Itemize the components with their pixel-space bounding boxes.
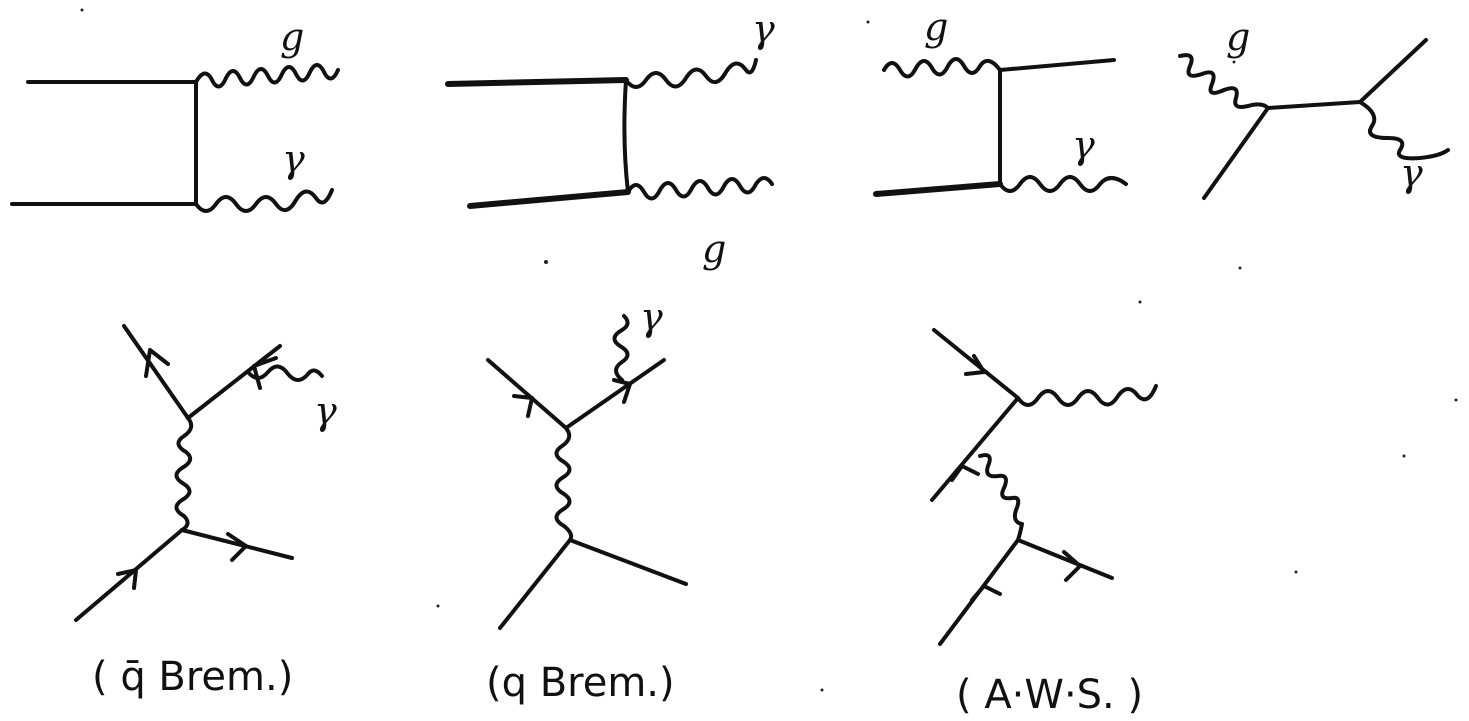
d6-lower-left-line	[498, 538, 572, 630]
d2-gluon-line	[626, 176, 774, 201]
diagram-6: γ (q Brem.)	[486, 295, 688, 706]
d6-photon-label: γ	[640, 295, 663, 339]
d4-incoming-quark-line	[1202, 106, 1270, 200]
diagram-5: γ ( q̄ Brem.)	[74, 324, 337, 700]
d3-gluon-line	[882, 57, 1002, 79]
d5-arrow	[144, 348, 170, 378]
d5-arrow	[226, 532, 248, 562]
d2-photon-label: γ	[752, 7, 775, 51]
d3-photon-label: γ	[1072, 123, 1095, 167]
d5-upper-right-line	[186, 344, 282, 420]
d7-caption: ( A·W·S. )	[956, 672, 1143, 718]
d2-gluon-label: g	[702, 227, 726, 271]
d1-photon-label: γ	[282, 137, 305, 181]
diagram-1: g γ	[10, 15, 340, 213]
d5-incoming-quark-line	[74, 528, 184, 622]
d1-gluon-label: g	[280, 15, 304, 59]
scan-specks	[80, 8, 1458, 692]
diagram-2: γ g	[445, 7, 775, 271]
d5-outgoing-antiquark-line	[122, 324, 190, 420]
d1-gluon-line	[194, 63, 340, 89]
d7-gluon-propagator	[978, 453, 1024, 542]
d4-photon-label: γ	[1400, 151, 1423, 195]
d7-middle-quark-line	[930, 396, 1020, 502]
d5-caption: ( q̄ Brem.)	[92, 654, 293, 700]
d7-arrow	[1062, 550, 1082, 582]
d2-incoming-upper-line	[445, 77, 629, 87]
d1-photon-line	[194, 188, 334, 213]
d5-photon-line	[246, 364, 324, 382]
d6-outgoing-quark-line	[564, 358, 666, 430]
d6-gluon-propagator	[554, 426, 574, 542]
d2-propagator	[622, 78, 630, 194]
d6-photon-line	[612, 314, 630, 382]
d4-outgoing-quark-line	[1358, 38, 1428, 104]
diagram-3: g γ	[873, 5, 1128, 197]
d2-photon-line	[624, 58, 758, 89]
d5-gluon-propagator	[174, 416, 194, 532]
diagram-4: g γ	[1178, 15, 1450, 200]
d6-lower-right-line	[568, 538, 688, 586]
d4-gluon-line	[1178, 53, 1270, 110]
d7-upper-left-line	[932, 328, 1020, 400]
d4-propagator	[1266, 100, 1362, 110]
d5-arrow	[116, 568, 138, 590]
d2-incoming-lower-line	[467, 189, 631, 209]
diagram-7: ( A·W·S. )	[930, 328, 1158, 718]
d7-arrow	[964, 354, 986, 376]
d3-photon-line	[998, 175, 1128, 193]
d5-photon-label: γ	[314, 389, 337, 433]
d7-lower-right-line	[1016, 538, 1114, 580]
d6-incoming-quark-line	[486, 358, 568, 430]
d5-outgoing-quark-line	[180, 528, 294, 560]
d6-caption: (q Brem.)	[486, 660, 675, 706]
d3-outgoing-upper-line	[998, 58, 1116, 72]
d6-arrow	[612, 378, 632, 404]
d6-arrow	[512, 394, 534, 418]
d7-arrow	[950, 464, 980, 482]
d3-gluon-label: g	[924, 5, 948, 49]
d4-photon-line	[1358, 100, 1450, 161]
d7-arrow	[970, 584, 1002, 602]
d7-photon-line	[1016, 384, 1158, 407]
d4-gluon-label: g	[1226, 15, 1250, 59]
d3-incoming-lower-line	[873, 181, 1003, 197]
